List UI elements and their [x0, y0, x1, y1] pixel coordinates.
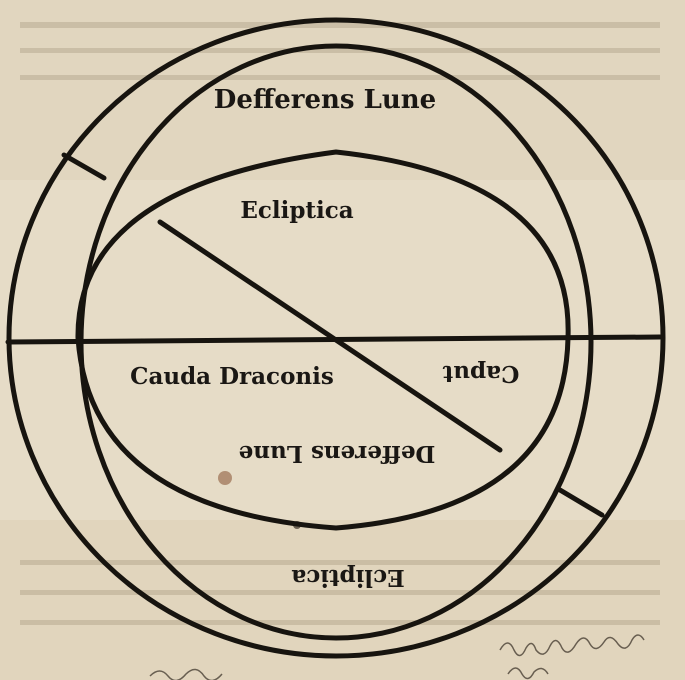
label-caput: Caput — [442, 360, 519, 387]
label-ecliptica-inner: Ecliptica — [240, 197, 353, 224]
tick-lower-right — [557, 487, 605, 518]
ink-stain — [218, 471, 232, 485]
label-ecliptica-outer: Ecliptica — [291, 564, 404, 591]
outer-deferent-circle — [6, 17, 666, 659]
diagram-labels: Defferens Lune Ecliptica Cauda Draconis … — [130, 85, 519, 591]
label-cauda-draconis: Cauda Draconis — [130, 363, 334, 390]
tick-upper-left — [61, 152, 107, 181]
label-deferens-top: Defferens Lune — [214, 85, 436, 115]
lunar-orbit-diameter — [157, 219, 503, 453]
label-deferens-inner: Defferens Lune — [239, 440, 436, 467]
diagram-lines — [5, 17, 666, 659]
